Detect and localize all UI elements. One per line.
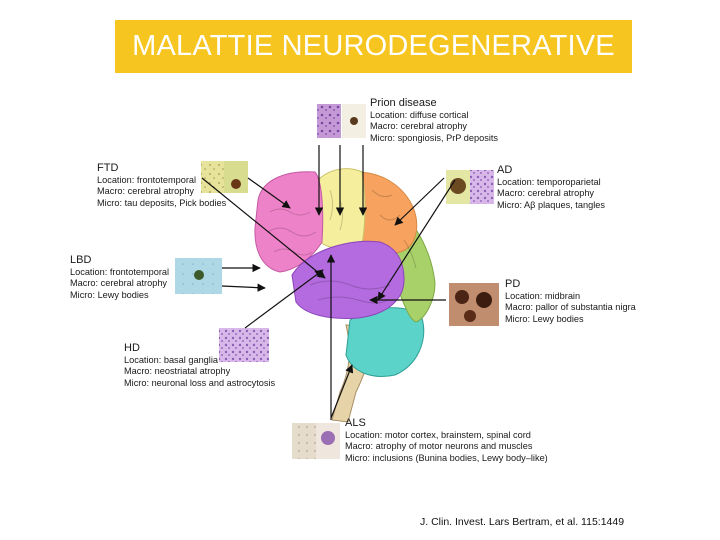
hd-micrograph xyxy=(219,328,269,362)
arrow-als-2 xyxy=(330,364,354,419)
ftd-name: FTD xyxy=(97,162,119,174)
als-location: Location: motor cortex, brainstem, spina… xyxy=(345,430,531,440)
pd-micro: Micro: Lewy bodies xyxy=(505,313,584,324)
page-title: MALATTIE NEURODEGENERATIVE xyxy=(132,30,615,62)
arrow-lbd-2 xyxy=(221,283,266,292)
pd-cell-1 xyxy=(455,290,469,304)
arrows xyxy=(201,145,456,420)
citation: J. Clin. Invest. Lars Bertram, et al. 11… xyxy=(420,516,625,528)
lbd-location: Location: frontotemporal xyxy=(70,267,170,277)
als-name: ALS xyxy=(345,417,366,429)
ad-macro: Macro: cerebral atrophy xyxy=(497,188,595,199)
ftd-macro: Macro: cerebral atrophy xyxy=(97,186,195,197)
lbd-lewy-body xyxy=(194,270,204,280)
ftd-pick-body xyxy=(231,179,241,189)
ftd-micro: Micro: tau deposits, Pick bodies xyxy=(97,197,227,208)
central-region xyxy=(316,168,366,249)
hd-location: Location: basal ganglia xyxy=(124,355,218,365)
prion-label: Prion disease Location: diffuse cortical… xyxy=(370,96,498,144)
ftd-label: FTD Location: frontotemporal Macro: cere… xyxy=(97,161,226,209)
prion-deposit xyxy=(350,117,358,125)
prion-micro: Micro: spongiosis, PrP deposits xyxy=(370,132,499,143)
hd-macro: Macro: neostriatal atrophy xyxy=(124,366,231,377)
ad-location: Location: temporoparietal xyxy=(497,177,601,187)
ad-label: AD Location: temporoparietal Macro: cere… xyxy=(497,163,605,211)
arrow-ad xyxy=(394,177,445,226)
als-micrograph-1 xyxy=(292,423,316,459)
lbd-label: LBD Location: frontotemporal Macro: cere… xyxy=(70,253,169,301)
ftd-location: Location: frontotemporal xyxy=(97,175,197,185)
ad-name: AD xyxy=(497,164,513,176)
als-neuron xyxy=(321,431,335,445)
prion-micrograph-1 xyxy=(317,104,341,138)
pd-cell-3 xyxy=(464,310,476,322)
pd-name: PD xyxy=(505,278,521,290)
ad-micrograph-2 xyxy=(470,170,494,204)
frontal-lobe xyxy=(254,171,324,273)
pd-location: Location: midbrain xyxy=(505,291,581,301)
lbd-name: LBD xyxy=(70,254,92,266)
als-label: ALS Location: motor cortex, brainstem, s… xyxy=(345,416,548,464)
arrow-hd xyxy=(244,269,324,329)
prion-macro: Macro: cerebral atrophy xyxy=(370,121,468,132)
pd-cell-2 xyxy=(476,292,492,308)
arrow-ftd-long xyxy=(201,177,326,279)
lbd-micro: Micro: Lewy bodies xyxy=(70,289,149,300)
lbd-macro: Macro: cerebral atrophy xyxy=(70,278,168,289)
hd-name: HD xyxy=(124,342,140,354)
arrow-pd-long xyxy=(377,179,456,301)
hd-micro: Micro: neuronal loss and astrocytosis xyxy=(124,377,276,388)
title-banner: MALATTIE NEURODEGENERATIVE xyxy=(115,20,632,73)
hd-label: HD Location: basal ganglia Macro: neostr… xyxy=(124,341,275,389)
prion-name: Prion disease xyxy=(370,97,437,109)
prion-location: Location: diffuse cortical xyxy=(370,110,469,120)
als-macro: Macro: atrophy of motor neurons and musc… xyxy=(345,441,533,452)
als-micro: Micro: inclusions (Bunina bodies, Lewy b… xyxy=(345,452,548,463)
ftd-micrograph-1 xyxy=(201,161,224,193)
pd-macro: Macro: pallor of substantia nigra xyxy=(505,302,636,313)
arrow-ftd xyxy=(247,177,291,209)
ad-micro: Micro: Aβ plaques, tangles xyxy=(497,199,605,210)
ad-plaque xyxy=(450,178,466,194)
pd-label: PD Location: midbrain Macro: pallor of s… xyxy=(505,277,636,325)
